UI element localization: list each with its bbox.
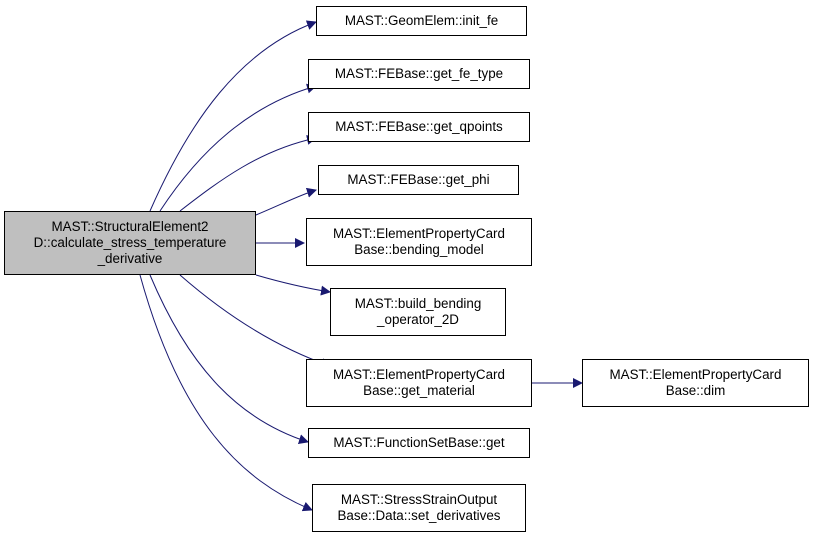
edge-to-set-derivatives	[139, 274, 313, 512]
root-node-line: MAST::StructuralElement2	[51, 219, 209, 234]
node-label: MAST::StressStrainOutput	[340, 492, 498, 507]
node-label: MAST::ElementPropertyCard	[333, 367, 505, 382]
root-node-line: _derivative	[97, 251, 163, 266]
edge-to-get-phi	[255, 187, 317, 216]
node-label: MAST::FEBase::get_qpoints	[335, 119, 503, 134]
node-febase-get-fe-type[interactable]: MAST::FEBase::get_fe_type	[308, 59, 530, 89]
node-label: MAST::FunctionSetBase::get	[333, 435, 505, 450]
node-febase-get-qpoints[interactable]: MAST::FEBase::get_qpoints	[308, 112, 530, 142]
edge-to-get-fe-type	[159, 83, 317, 212]
node-label: MAST::build_bending	[354, 296, 482, 311]
node-elementpropertycard-get-material[interactable]: MAST::ElementPropertyCard Base::get_mate…	[306, 359, 532, 407]
node-label: MAST::ElementPropertyCard	[333, 226, 505, 241]
node-label: MAST::FEBase::get_phi	[347, 172, 490, 187]
edge-to-init-fe	[149, 20, 317, 212]
edge-to-function-set-get	[149, 274, 309, 444]
node-febase-get-phi[interactable]: MAST::FEBase::get_phi	[318, 165, 519, 195]
edge-to-get-material	[179, 274, 331, 368]
edge-to-get-qpoints	[179, 135, 317, 212]
node-label: MAST::ElementPropertyCard	[609, 367, 782, 382]
node-functionsetbase-get[interactable]: MAST::FunctionSetBase::get	[308, 428, 530, 458]
node-build-bending-operator-2d[interactable]: MAST::build_bending _operator_2D	[330, 288, 506, 336]
edge-to-build-bending	[255, 274, 331, 296]
node-label: MAST::GeomElem::init_fe	[344, 13, 499, 28]
node-label: MAST::FEBase::get_fe_type	[334, 66, 504, 81]
node-elementpropertycard-dim[interactable]: MAST::ElementPropertyCard Base::dim	[582, 359, 809, 407]
node-label: Base::bending_model	[354, 242, 484, 257]
node-elementpropertycard-bending-model[interactable]: MAST::ElementPropertyCard Base::bending_…	[306, 218, 532, 266]
root-node: MAST::StructuralElement2 D::calculate_st…	[4, 211, 256, 275]
node-label: Base::get_material	[363, 383, 475, 398]
node-stressstrainoutput-set-derivatives[interactable]: MAST::StressStrainOutput Base::Data::set…	[312, 484, 526, 532]
node-label: Base::dim	[665, 383, 726, 398]
node-label: Base::Data::set_derivatives	[337, 508, 501, 523]
root-node-line: D::calculate_stress_temperature	[33, 235, 227, 250]
node-geomelem-init-fe[interactable]: MAST::GeomElem::init_fe	[316, 6, 527, 36]
node-label: _operator_2D	[377, 312, 459, 327]
